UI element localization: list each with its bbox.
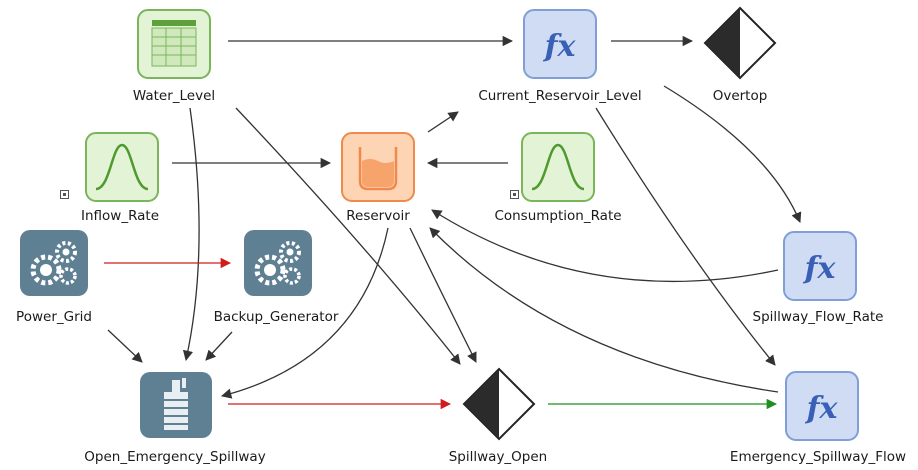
node-label-water-level: Water_Level xyxy=(132,88,216,104)
formula-icon[interactable]: fx xyxy=(783,231,857,301)
formula-symbol: fx xyxy=(805,391,839,426)
arrow-water-level-to-open-emergency xyxy=(182,107,200,362)
node-label-consumption-rate: Consumption_Rate xyxy=(494,208,622,224)
decision-icon[interactable] xyxy=(703,6,777,80)
spillway-icon[interactable] xyxy=(140,372,212,438)
node-label-spillway-open: Spillway_Open xyxy=(448,449,548,465)
node-label-overtop: Overtop xyxy=(712,88,768,104)
formula-symbol: fx xyxy=(543,29,577,64)
formula-icon[interactable]: fx xyxy=(785,371,859,441)
arrow-backup-generator-to-open-emergency xyxy=(205,331,233,361)
expand-marker-icon[interactable] xyxy=(510,190,519,199)
arrow-water-level-to-spillway-open xyxy=(235,107,461,365)
arrow-current-level-to-emergency-flow xyxy=(595,107,776,366)
expand-marker-icon[interactable] xyxy=(60,190,69,199)
arrow-power-grid-to-open-emergency xyxy=(107,329,143,363)
formula-icon[interactable]: fx xyxy=(523,9,597,79)
reservoir-icon[interactable] xyxy=(341,132,415,202)
arrow-current-level-to-spillway-flow-rate xyxy=(663,85,802,223)
arrow-reservoir-to-open-emergency xyxy=(220,227,389,399)
gears-icon[interactable] xyxy=(244,230,312,296)
table-icon[interactable] xyxy=(137,9,211,79)
node-label-backup-generator: Backup_Generator xyxy=(213,309,339,325)
arrow-reservoir-to-current-level xyxy=(427,111,459,133)
node-label-open-emergency-spillway: Open_Emergency_Spillway xyxy=(84,449,266,465)
node-label-power-grid: Power_Grid xyxy=(16,309,92,325)
gears-icon[interactable] xyxy=(20,230,88,296)
formula-symbol: fx xyxy=(803,251,837,286)
decision-icon[interactable] xyxy=(462,367,536,441)
arrow-emergency-flow-to-reservoir xyxy=(429,227,779,393)
distribution-icon[interactable] xyxy=(85,132,159,202)
distribution-icon[interactable] xyxy=(521,132,595,202)
arrow-reservoir-to-spillway-open xyxy=(409,227,477,363)
node-label-current-reservoir-level: Current_Reservoir_Level xyxy=(478,88,642,104)
node-label-spillway-flow-rate: Spillway_Flow_Rate xyxy=(752,309,884,325)
node-label-emergency-spillway-flow: Emergency_Spillway_Flow xyxy=(729,449,907,465)
arrow-spillway-flow-rate-to-reservoir xyxy=(431,209,779,283)
node-label-reservoir: Reservoir xyxy=(346,208,410,224)
node-label-inflow-rate: Inflow_Rate xyxy=(80,208,160,224)
